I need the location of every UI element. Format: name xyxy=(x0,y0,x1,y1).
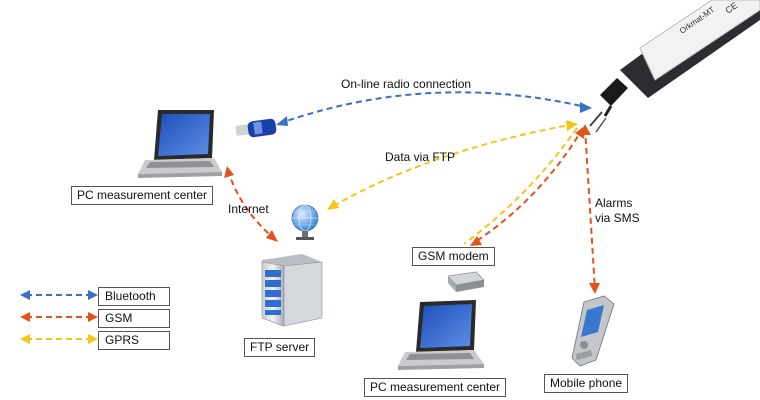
internet-globe-icon xyxy=(291,204,319,240)
pc-measurement-center-bottom-label: PC measurement center xyxy=(364,378,507,397)
gprs-ftp-link xyxy=(327,120,578,210)
legend-gprs-arrow xyxy=(20,334,98,344)
internet-label: Internet xyxy=(228,202,269,216)
bluetooth-dongle-icon xyxy=(235,118,277,138)
sms-label: via SMS xyxy=(595,211,640,225)
ftp-server-icon xyxy=(261,254,323,327)
ftp-server-label: FTP server xyxy=(244,338,316,357)
legend-bluetooth-arrow xyxy=(20,290,98,300)
legend-gprs-label: GPRS xyxy=(98,331,170,350)
mobile-phone-label: Mobile phone xyxy=(544,374,629,393)
laptop-icon xyxy=(138,110,222,178)
mobile-phone-icon xyxy=(571,295,615,367)
internet-link xyxy=(224,166,278,242)
ftp-data-label: Data via FTP xyxy=(385,150,456,164)
gsm-sms-link xyxy=(580,124,600,294)
alarms-label: Alarms xyxy=(595,196,633,210)
gsm-modem-label: GSM modem xyxy=(412,247,495,266)
gsm-modem-link xyxy=(470,126,585,246)
radio-connection-label: On-line radio connection xyxy=(341,77,472,91)
pc-measurement-center-top-label: PC measurement center xyxy=(71,186,214,205)
gsm-modem-icon xyxy=(447,271,485,292)
bluetooth-link xyxy=(276,91,592,126)
legend-gsm-label: GSM xyxy=(98,309,170,328)
legend-gsm-arrow xyxy=(20,312,98,322)
legend-arrows xyxy=(20,290,98,344)
measurement-device: Orkmat-MT CE xyxy=(589,0,760,133)
laptop-bottom-icon xyxy=(398,300,484,370)
legend-bluetooth-label: Bluetooth xyxy=(98,287,170,306)
gprs-modem-link xyxy=(463,127,578,245)
